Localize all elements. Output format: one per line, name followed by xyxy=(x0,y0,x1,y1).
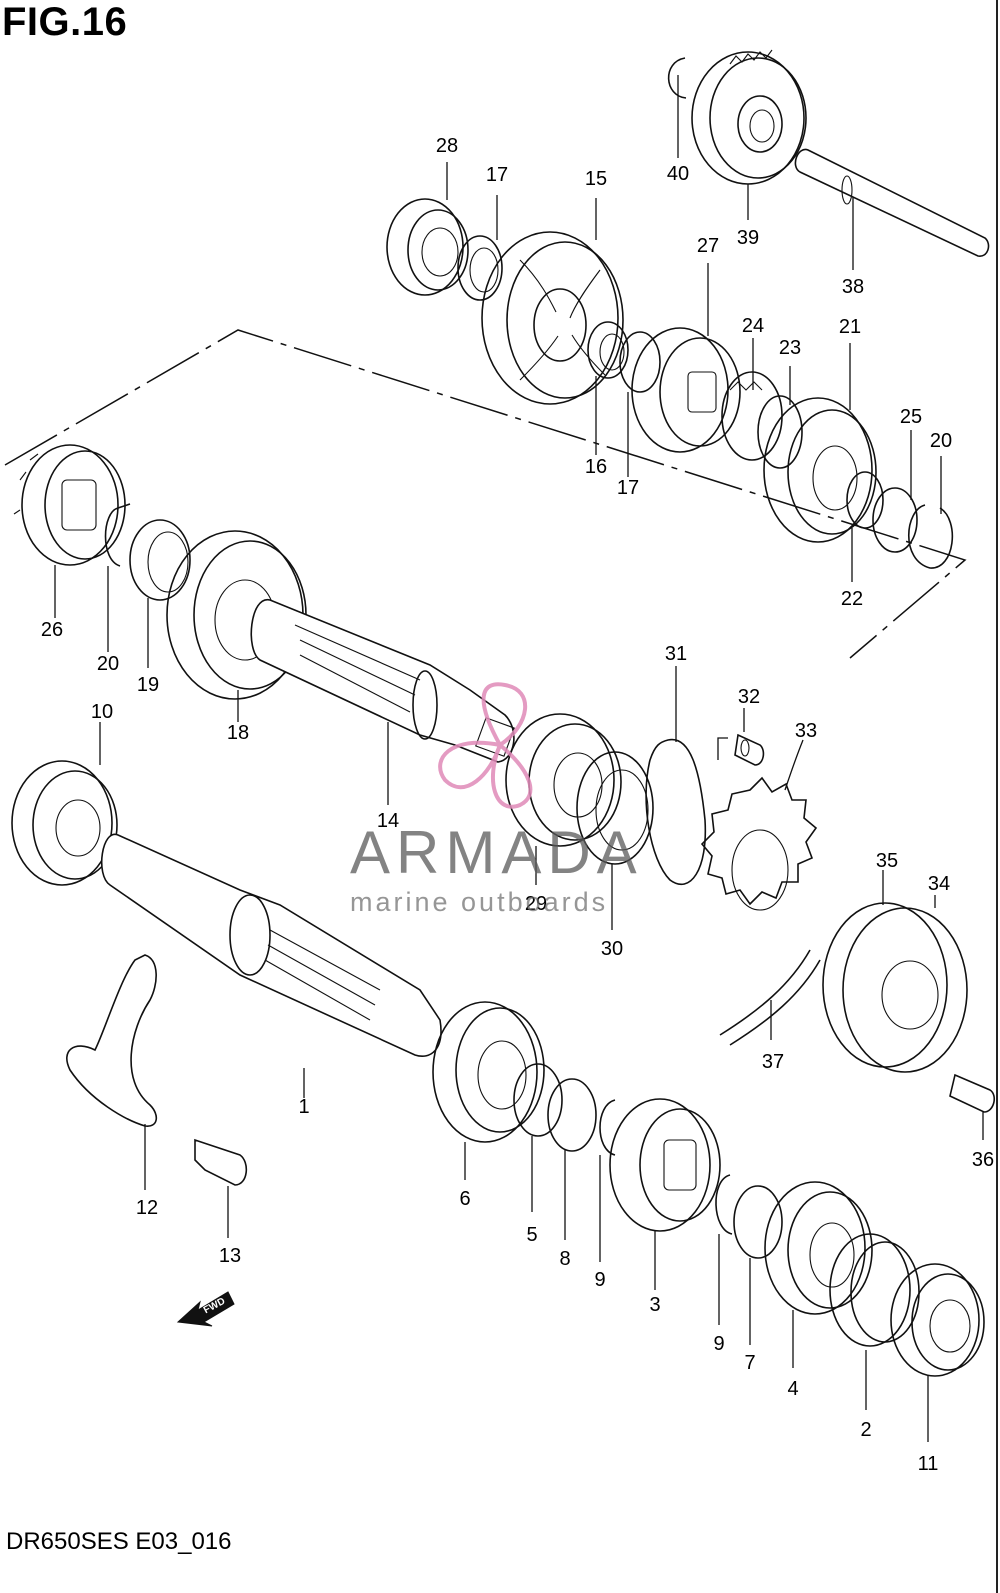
propeller-logo-icon xyxy=(438,682,533,809)
callout-20b: 20 xyxy=(97,653,119,675)
callout-40: 40 xyxy=(667,163,689,185)
part-17-washer-lower xyxy=(619,331,661,393)
callout-31: 31 xyxy=(665,643,687,665)
callout-38: 38 xyxy=(842,276,864,298)
callout-29: 29 xyxy=(525,893,547,915)
part-3-gear xyxy=(609,1098,721,1232)
part-20-circlip-left xyxy=(104,503,131,567)
callout-3: 3 xyxy=(649,1294,660,1316)
part-2-gear xyxy=(829,1233,920,1347)
callout-9a: 9 xyxy=(594,1269,605,1291)
callout-11: 11 xyxy=(918,1453,939,1475)
callout-14: 14 xyxy=(377,810,399,832)
part-12-bearing-plate xyxy=(66,954,158,1127)
callout-labels: 1 2 3 4 5 6 7 8 9 9 10 11 12 13 14 15 16… xyxy=(41,135,994,1475)
part-36-bolt xyxy=(949,1073,996,1113)
callout-16: 16 xyxy=(585,456,607,478)
callout-17b: 17 xyxy=(617,477,639,499)
part-35-part-34-sprocket-hub xyxy=(822,902,968,1073)
part-5-bushing xyxy=(513,1063,563,1137)
group-boundary xyxy=(4,329,967,659)
callout-9b: 9 xyxy=(713,1333,724,1355)
callout-17a: 17 xyxy=(486,164,508,186)
callout-12: 12 xyxy=(136,1197,158,1219)
part-30-oil-seal xyxy=(576,751,654,865)
callout-8: 8 xyxy=(559,1248,570,1270)
callout-18: 18 xyxy=(227,722,249,744)
part-23-washer xyxy=(757,395,803,469)
part-8-washer xyxy=(547,1078,597,1152)
callout-37: 37 xyxy=(762,1051,784,1073)
part-20-circlip-right xyxy=(908,504,954,569)
watermark-brand: ARMADA xyxy=(350,819,643,886)
callout-7: 7 xyxy=(744,1352,755,1374)
part-21-gear xyxy=(763,397,877,543)
callout-5: 5 xyxy=(526,1224,537,1246)
part-40-circlip xyxy=(667,57,687,99)
callout-22: 22 xyxy=(841,588,863,610)
callout-21: 21 xyxy=(839,316,861,338)
part-19-bushing xyxy=(129,519,191,601)
callout-27: 27 xyxy=(697,235,719,257)
part-10-bearing xyxy=(11,760,118,886)
callout-13: 13 xyxy=(219,1245,241,1267)
part-39-gear xyxy=(691,49,807,185)
callout-19: 19 xyxy=(137,674,159,696)
callout-1: 1 xyxy=(298,1096,309,1118)
callout-26: 26 xyxy=(41,619,63,641)
part-9-circlip-upper xyxy=(599,1099,616,1156)
part-28-bearing xyxy=(386,198,469,296)
part-37-chain xyxy=(719,949,821,1046)
part-38-tool xyxy=(794,148,990,257)
part-6-gear xyxy=(432,1001,545,1143)
callout-25: 25 xyxy=(900,406,922,428)
callout-6: 6 xyxy=(459,1188,470,1210)
callout-28: 28 xyxy=(436,135,458,157)
part-32-bolt xyxy=(734,733,765,766)
part-25-washer xyxy=(872,487,918,553)
diagram-code: DR650SES E03_016 xyxy=(6,1528,232,1555)
callout-20a: 20 xyxy=(930,430,952,452)
watermark: ARMADA marine outboards xyxy=(350,682,643,917)
leader-lines xyxy=(54,75,984,1442)
callout-2: 2 xyxy=(860,1419,871,1441)
part-15-gear xyxy=(481,231,624,405)
part-26-gear xyxy=(13,444,126,566)
callout-34: 34 xyxy=(928,873,950,895)
part-1-mainshaft xyxy=(100,833,442,1057)
callout-33: 33 xyxy=(795,720,817,742)
part-22-bushing xyxy=(846,471,884,529)
callout-23: 23 xyxy=(779,337,801,359)
callout-35: 35 xyxy=(876,850,898,872)
left-gear-group xyxy=(13,444,307,700)
part-24-sleeve xyxy=(721,371,783,461)
part-17-washer-upper xyxy=(457,235,503,301)
callout-32: 32 xyxy=(738,686,760,708)
part-9-circlip-lower xyxy=(715,1174,733,1235)
callout-36: 36 xyxy=(972,1149,994,1171)
callout-4: 4 xyxy=(787,1378,798,1400)
part-14-countershaft xyxy=(250,599,515,763)
part-7-washer xyxy=(733,1185,783,1259)
callout-24: 24 xyxy=(742,315,764,337)
callout-15: 15 xyxy=(585,168,607,190)
fwd-arrow-icon: FWD xyxy=(176,1291,235,1327)
countershaft-assembly xyxy=(386,49,990,569)
callout-30: 30 xyxy=(601,938,623,960)
part-33-sprocket xyxy=(700,776,818,906)
frame-border xyxy=(996,0,998,1593)
part-4-gear xyxy=(764,1181,873,1315)
callout-10: 10 xyxy=(91,701,113,723)
part-31-lock-plate xyxy=(645,738,707,886)
part-11-bearing xyxy=(890,1263,985,1377)
part-13-bolt xyxy=(194,1138,248,1186)
part-16-bushing xyxy=(587,321,629,379)
callout-39: 39 xyxy=(737,227,759,249)
figure-title: FIG.16 xyxy=(2,0,128,44)
watermark-tagline: marine outboards xyxy=(350,887,608,917)
